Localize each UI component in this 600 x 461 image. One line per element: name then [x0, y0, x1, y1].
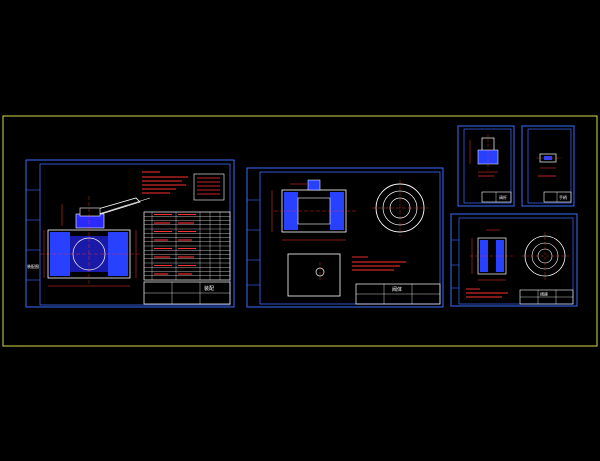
sheet-4-title: 手柄	[559, 194, 567, 200]
sheet-5-title: 阀座	[540, 291, 548, 297]
sheet-4-outer-frame	[521, 125, 575, 207]
sheet-2-title-block: 阀体	[355, 283, 441, 305]
sheet-2-notes	[352, 256, 406, 271]
sheet-5-outer-frame	[450, 213, 578, 307]
ball-valve-assembly-view	[40, 196, 151, 287]
sheet-1-outer-frame	[25, 159, 235, 308]
sheet-5-title-block: 阀座	[519, 289, 574, 305]
sheet-1-margin-label: 装配图	[27, 263, 39, 269]
seat-section-view	[470, 229, 514, 281]
sheet-3-title-block: 阀杆	[481, 191, 512, 203]
sheet-3-inner-frame	[463, 128, 512, 204]
handle-part-view	[536, 153, 562, 177]
sheet-1-bom-table	[143, 211, 231, 281]
sheet-5-seat[interactable]: 阀座	[450, 213, 578, 307]
sheet-1-title: 装配	[204, 285, 214, 292]
sheet-1-title-block: 装配	[143, 281, 231, 305]
seat-end-view	[521, 232, 569, 280]
sheet-4-inner-frame	[527, 128, 572, 204]
sheet-1-spec-table	[193, 173, 225, 201]
sheet-2-outer-frame	[246, 167, 444, 308]
sheet-3-title: 阀杆	[499, 194, 507, 200]
sheet-4-handle[interactable]: 手柄	[521, 125, 575, 207]
sheet-3-outer-frame	[457, 125, 515, 207]
valve-body-top-view	[287, 253, 341, 297]
sheet-2-title: 阀体	[392, 286, 402, 293]
sheet-2-inner-frame	[259, 171, 441, 305]
sheet-5-notes	[466, 288, 508, 298]
sheet-2-valve-body[interactable]: 阀体	[246, 167, 444, 308]
valve-body-end-view	[372, 180, 428, 236]
sheet-5-inner-frame	[458, 217, 574, 305]
sheet-4-title-block: 手柄	[543, 191, 572, 203]
valve-body-section-view	[271, 179, 356, 241]
sheet-1-assembly[interactable]: 装配图	[25, 159, 235, 308]
sheet-1-notes	[142, 171, 188, 194]
stem-part-view	[469, 134, 499, 177]
model-space-border	[2, 115, 598, 347]
sheet-3-stem[interactable]: 阀杆	[457, 125, 515, 207]
